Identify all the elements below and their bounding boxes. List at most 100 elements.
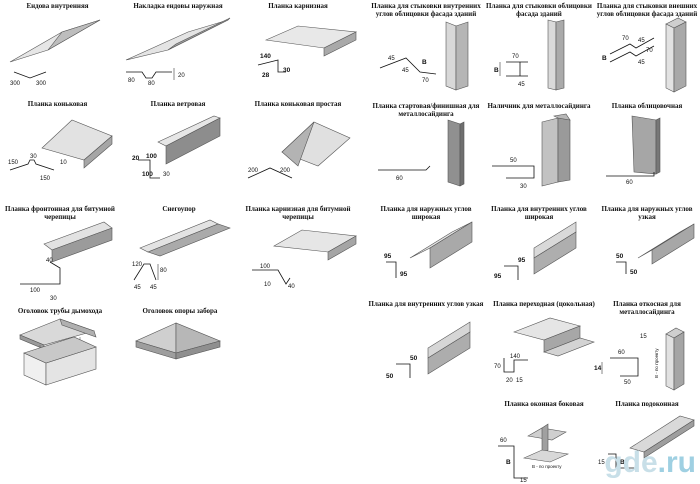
item-title: Планка для наружных углов узкая [601,205,693,221]
dim-label: 30 [520,184,527,190]
dim-label: 15 [520,478,527,484]
front-bitum-drawing: 40 100 30 [20,221,113,302]
dim-label: 20 [178,73,185,79]
item-chimney: Оголовок трубы дымохода [0,305,120,395]
dim-label: В [422,59,427,66]
item-start-finish: Планка стартовая/финишная для металлосай… [366,98,486,190]
dim-label: 95 [384,253,392,260]
item-karniz: Планка карнизная 140 30 28 [238,0,358,90]
dim-label: 50 [616,253,624,260]
item-title: Планка для внутренних углов узкая [368,300,484,308]
dim-label: 15 [598,460,605,466]
dim-label: 140 [260,53,271,60]
item-title: Планка коньковая простая [254,100,342,108]
item-snow: Снегоупор 120 80 45 45 [120,200,238,300]
dim-label: 50 [386,373,394,380]
oblic-drawing: 60 [606,115,661,186]
dim-label: В [506,459,511,466]
dim-label: 28 [262,72,270,79]
item-veter: Планка ветровая 20 100 100 30 [118,98,238,188]
dim-label: В [620,459,625,466]
inner-narrow-drawing: 50 50 [386,321,471,380]
item-title: Планка коньковая [27,100,88,108]
item-join-inner-corner: Планка для стыковки внутренних углов обл… [366,0,486,96]
join-facade-drawing: 70 45 В [494,19,565,91]
konek-simple-drawing: 200 200 [247,121,351,179]
item-title: Оголовок трубы дымохода [17,307,103,315]
otkos-drawing: 60 14 50 15 В - по проекту [594,327,685,391]
dim-label: 70 [622,36,629,42]
join-inner-corner-drawing: 45 45 70 В [379,21,469,91]
dim-label: В [494,67,499,74]
dim-label: 300 [36,81,47,87]
item-oblic: Планка облицовочная 60 [594,98,700,190]
item-title: Планка для стыковки внешних углов облицо… [596,2,698,18]
dim-label: 30 [163,172,170,178]
nalichnik-drawing: 50 30 [492,113,571,190]
dim-label: 140 [510,354,521,360]
item-endova-inner: Ендова внутренняя 300 300 [0,0,115,90]
dim-label: В - по проекту [532,464,562,469]
cokol-drawing: 140 70 20 15 [494,317,595,384]
dim-label: 20 [506,378,513,384]
dim-label: 50 [410,355,418,362]
item-title: Снегоупор [162,205,196,213]
dim-label: 45 [518,82,525,88]
dim-label: 30 [30,154,37,160]
dim-label: 95 [400,271,408,278]
outer-wide-drawing: 95 95 [384,221,473,278]
item-title: Планка фронтонная для битумной черепицы [5,205,115,221]
start-finish-drawing: 60 [378,119,465,187]
item-cokol: Планка переходная (цокольная) 140 70 20 … [484,298,604,398]
dim-label: 200 [280,168,291,174]
chimney-drawing [19,318,97,386]
item-otkos: Планка откосная для металлосайдинга 60 1… [594,298,700,398]
dim-label: 120 [132,262,143,268]
dim-label: 45 [402,68,409,74]
konek-drawing: 30 150 150 10 [8,119,113,182]
item-join-facade: Планка для стыковки облицовки фасада зда… [484,0,594,96]
dim-label: 150 [8,160,19,166]
item-front-bitum: Планка фронтонная для битумной черепицы … [0,200,120,302]
dim-label: 60 [626,180,633,186]
item-inner-narrow: Планка для внутренних углов узкая 50 50 [366,298,486,398]
item-fence: Оголовок опоры забора [120,305,240,395]
dim-label: 40 [288,284,295,290]
item-title: Планка карнизная [268,2,328,10]
dim-label: 10 [264,282,271,288]
item-outer-narrow: Планка для наружных углов узкая 50 50 [594,200,700,298]
item-outer-wide: Планка для наружных углов широкая 95 95 [366,200,486,298]
dim-label: 15 [640,334,647,340]
dim-label: 100 [30,288,41,294]
dim-label: В - по проекту [654,348,659,378]
dim-label: 60 [396,176,403,182]
item-title: Планка подоконная [615,400,679,408]
dim-label: 30 [50,296,57,302]
dim-label: 50 [630,269,638,276]
item-title: Планка для внутренних углов широкая [491,205,587,221]
dim-label: 30 [283,67,291,74]
dim-label: 45 [388,56,395,62]
item-endova-outer: Накладка ендовы наружная 80 80 20 [118,0,238,90]
inner-wide-drawing: 95 95 [494,221,577,280]
join-outer-corner-drawing: 70 45 70 45 В [602,17,687,93]
item-join-outer-corner: Планка для стыковки внешних углов облицо… [594,0,700,96]
item-title: Наличник для металлосайдинга [487,102,591,110]
item-konek: Планка коньковая 30 150 150 10 [0,98,115,188]
item-title: Планка для стыковки внутренних углов обл… [371,2,481,18]
outer-narrow-drawing: 50 50 [616,223,695,276]
item-title: Планка карнизная для битумной черепицы [245,205,351,221]
item-title: Планка для стыковки облицовки фасада зда… [486,2,592,18]
dim-label: 60 [500,438,507,444]
veter-drawing: 20 100 100 30 [132,115,221,179]
item-title: Накладка ендовы наружная [133,2,223,10]
dim-label: 10 [60,160,67,166]
dim-label: 200 [248,168,259,174]
watermark-logo: gde.ru [604,446,696,479]
item-title: Ендова внутренняя [26,2,89,10]
item-okonnaya: Планка оконная боковая 60 В 15 В - по пр… [484,398,604,484]
dim-label: 80 [128,78,135,84]
dim-label: 95 [494,273,502,280]
item-konek-simple: Планка коньковая простая 200 200 [238,98,358,188]
fence-drawing [135,322,221,360]
